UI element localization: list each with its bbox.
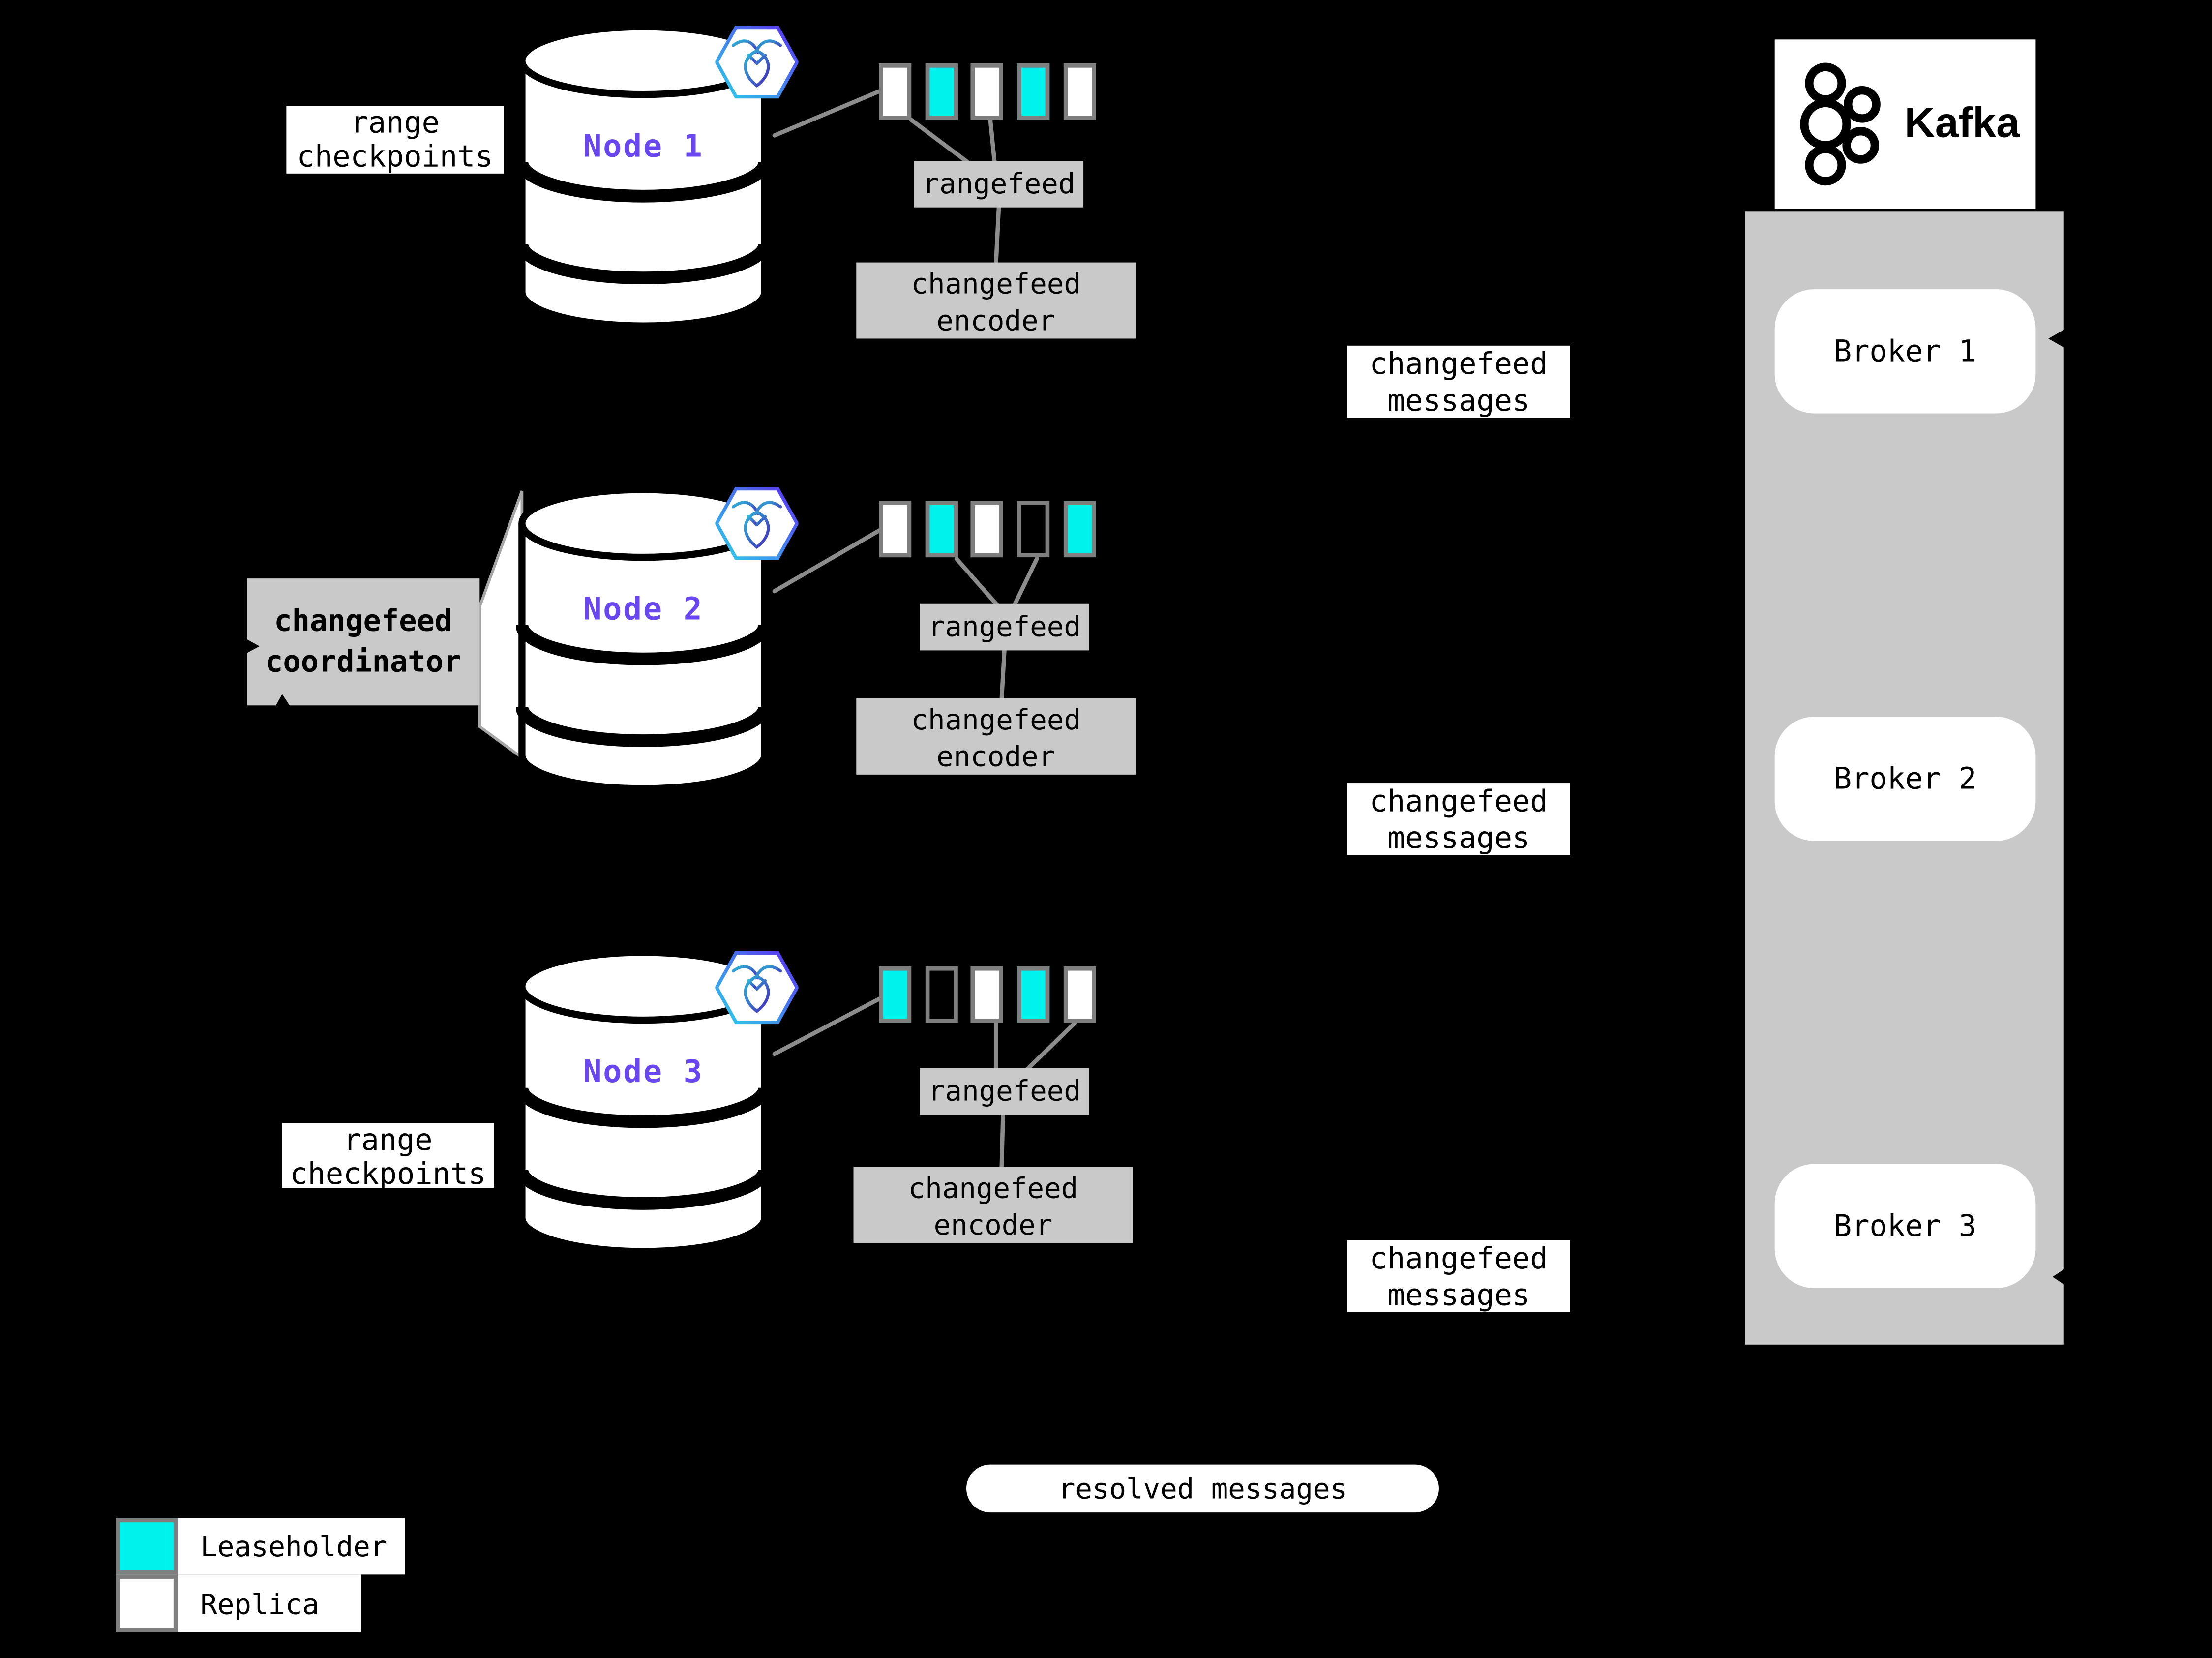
broker-box: Broker 2	[1774, 717, 2036, 841]
range-rect	[1063, 966, 1096, 1023]
node-3-label: Node 3	[583, 1055, 704, 1091]
broker-box: Broker 1	[1774, 289, 2036, 414]
cockroachdb-icon	[715, 487, 799, 560]
cockroachdb-icon	[715, 26, 799, 99]
node-2-label: Node 2	[583, 592, 704, 628]
rangefeed-box: rangefeed	[914, 161, 1084, 208]
range-rect	[925, 966, 958, 1023]
coordinator-callout-pointer	[478, 490, 524, 761]
range-rect	[970, 63, 1003, 120]
rangefeed-box: rangefeed	[920, 603, 1089, 651]
range-rect	[1017, 501, 1050, 558]
legend-label-leaseholder: Leaseholder	[178, 1518, 405, 1575]
range-rect	[1063, 501, 1096, 558]
range-rect	[879, 966, 912, 1023]
node-1-database-cylinder	[516, 23, 771, 330]
range-rect	[970, 966, 1003, 1023]
legend-swatch-leaseholder	[116, 1518, 178, 1575]
rangefeed-box: rangefeed	[920, 1068, 1089, 1115]
range-rect	[1017, 966, 1050, 1023]
range-rect	[879, 501, 912, 558]
range-rect	[970, 501, 1003, 558]
kafka-brand-box: Kafka	[1774, 39, 2036, 209]
range-rect	[1063, 63, 1096, 120]
kafka-logo-icon	[1800, 62, 1881, 186]
node-3-database-cylinder	[516, 949, 771, 1255]
resolved-messages-pill: resolved messages	[966, 1464, 1439, 1513]
broker-box: Broker 3	[1774, 1164, 2036, 1289]
node-1-label: Node 1	[583, 129, 704, 165]
range-rect	[1017, 63, 1050, 120]
legend-swatch-replica	[116, 1574, 178, 1632]
kafka-brand-text: Kafka	[1904, 100, 2020, 147]
range-rect	[925, 501, 958, 558]
cockroachdb-icon	[715, 951, 799, 1025]
legend-label-replica: Replica	[178, 1574, 361, 1632]
range-rect	[925, 63, 958, 120]
range-rect	[879, 63, 912, 120]
